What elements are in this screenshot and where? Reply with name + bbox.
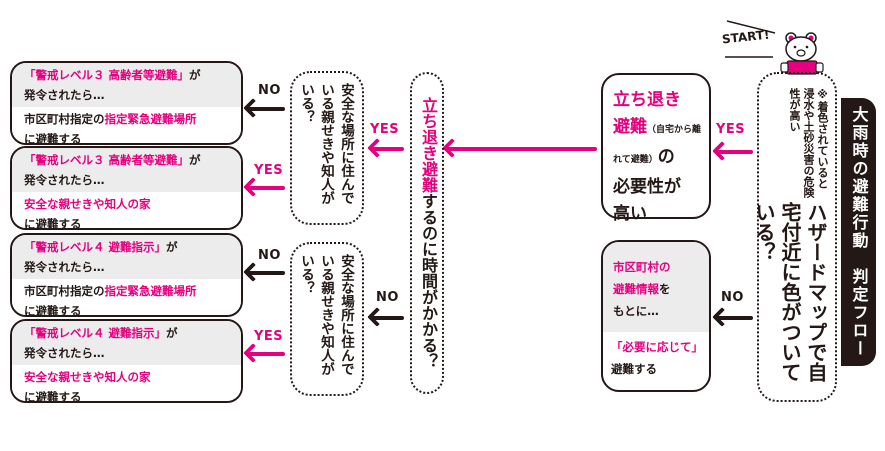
result-1-line2: 発令されたら… [24,88,105,102]
result-4-alert: 「警戒レベル４ 避難指示」 [24,326,167,340]
result-4-alert-suffix: が [166,326,178,340]
result-1-alert-suffix: が [189,68,201,82]
result-3-alert: 「警戒レベル４ 避難指示」 [24,240,167,254]
yes-label-q2: YES [370,122,400,137]
result-3-line2: 発令されたら… [24,260,105,274]
arrow-yes-q2 [372,147,404,151]
low-need-top-pink-1: 市区町村の [613,260,671,274]
result-3-post: に避難する [24,304,82,317]
result-box-level3-shelter: 「警戒レベル３ 高齢者等避難」が発令されたら… 市区町村指定の指定緊急避難場所に… [10,61,243,145]
q3-upper-text: 安全な場所に住んでいる親せきや知人がいる？ [298,83,354,205]
yes-label-q3-upper: YES [254,163,284,178]
result-1-dest: 指定緊急避難場所 [104,112,197,126]
result-3-alert-suffix: が [166,240,178,254]
result-box-level3-relatives: 「警戒レベル３ 高齢者等避難」が発令されたら… 安全な親せきや知人の家に避難する [10,146,243,230]
result-4-post: に避難する [24,390,82,403]
result-box-level4-shelter: 「警戒レベル４ 避難指示」が発令されたら… 市区町村指定の指定緊急避難場所に避難… [10,233,243,317]
no-label-q2: NO [376,290,399,305]
low-need-top-pink-2: 避難情報 [613,282,659,296]
question-hazard-map-text: ハザードマップで自宅付近に色がついている？ [752,201,828,382]
result-2-post: に避難する [24,217,82,230]
high-need-rest-2: 必要性が [613,177,681,197]
result-2-alert: 「警戒レベル３ 高齢者等避難」 [24,153,190,167]
question-evacuation-time: 立ち退き避難するのに時間がかかる？ [410,72,444,394]
result-2-line2: 発令されたら… [24,173,105,187]
result-2-dest: 安全な親せきや知人の家 [24,197,151,211]
question-safe-relatives-lower: 安全な場所に住んでいる親せきや知人がいる？ [290,242,364,396]
no-label-q3-upper: NO [258,83,281,98]
flow-title: 大雨時の避難行動 判定フロー [841,98,876,366]
question-hazard-map-note: ※着色されていると浸水や土砂災害の危険性が高い [788,88,829,198]
arrow-yes-q3-upper [248,186,285,190]
result-1-post: に避難する [24,132,82,145]
high-need-note: （自宅から離れて避難） [613,125,702,165]
arrow-no-q2 [372,316,404,320]
start-decoration [725,20,776,58]
arrow-high-need-to-q2 [447,147,597,151]
arrow-yes-q1 [717,150,753,154]
no-label-q3-lower: NO [258,248,281,263]
low-need-top-rest: を [659,282,671,296]
low-need-bot-rest: 避難する [611,362,657,376]
no-label-q1: NO [721,290,744,305]
result-1-alert: 「警戒レベル３ 高齢者等避難」 [24,68,190,82]
result-2-alert-suffix: が [189,153,201,167]
arrow-yes-q3-lower [248,352,285,356]
q2-pink: 立ち退き避難 [419,97,438,193]
question-hazard-map: ハザードマップで自宅付近に色がついている？ ※着色されていると浸水や土砂災害の危… [752,72,837,402]
low-need-bot-pink: 「必要に応じて」 [611,340,703,354]
q2-rest: するのに時間がかかる？ [419,193,438,369]
result-3-dest: 指定緊急避難場所 [104,284,197,298]
arrow-no-q1 [717,316,753,320]
bear-mascot-icon [780,32,824,75]
arrow-no-q3-upper [248,107,285,111]
q3-lower-text: 安全な場所に住んでいる親せきや知人がいる？ [298,254,354,376]
result-evacuate-as-needed: 市区町村の 避難情報を もとに… 「必要に応じて」 避難する [601,240,711,392]
arrow-no-q3-lower [248,271,285,275]
result-1-pre: 市区町村指定の [24,112,105,126]
start-line-top [726,20,776,34]
yes-label-q3-lower: YES [254,329,284,344]
result-evacuation-needed: 立ち退き 避難（自宅から離れて避難）の 必要性が 高い [601,73,711,224]
result-3-pre: 市区町村指定の [24,284,105,298]
high-need-rest-3: 高い [613,204,647,224]
result-box-level4-relatives: 「警戒レベル４ 避難指示」が発令されたら… 安全な親せきや知人の家に避難する [10,319,243,403]
yes-label-q1: YES [716,122,746,137]
high-need-rest-1: の [657,147,675,167]
high-need-pink-2: 避難 [613,117,647,137]
result-4-dest: 安全な親せきや知人の家 [24,370,151,384]
high-need-pink-1: 立ち退き [613,90,681,110]
question-safe-relatives-upper: 安全な場所に住んでいる親せきや知人がいる？ [290,71,364,225]
result-4-line2: 発令されたら… [24,346,105,360]
low-need-top-line3: もとに… [613,304,659,318]
